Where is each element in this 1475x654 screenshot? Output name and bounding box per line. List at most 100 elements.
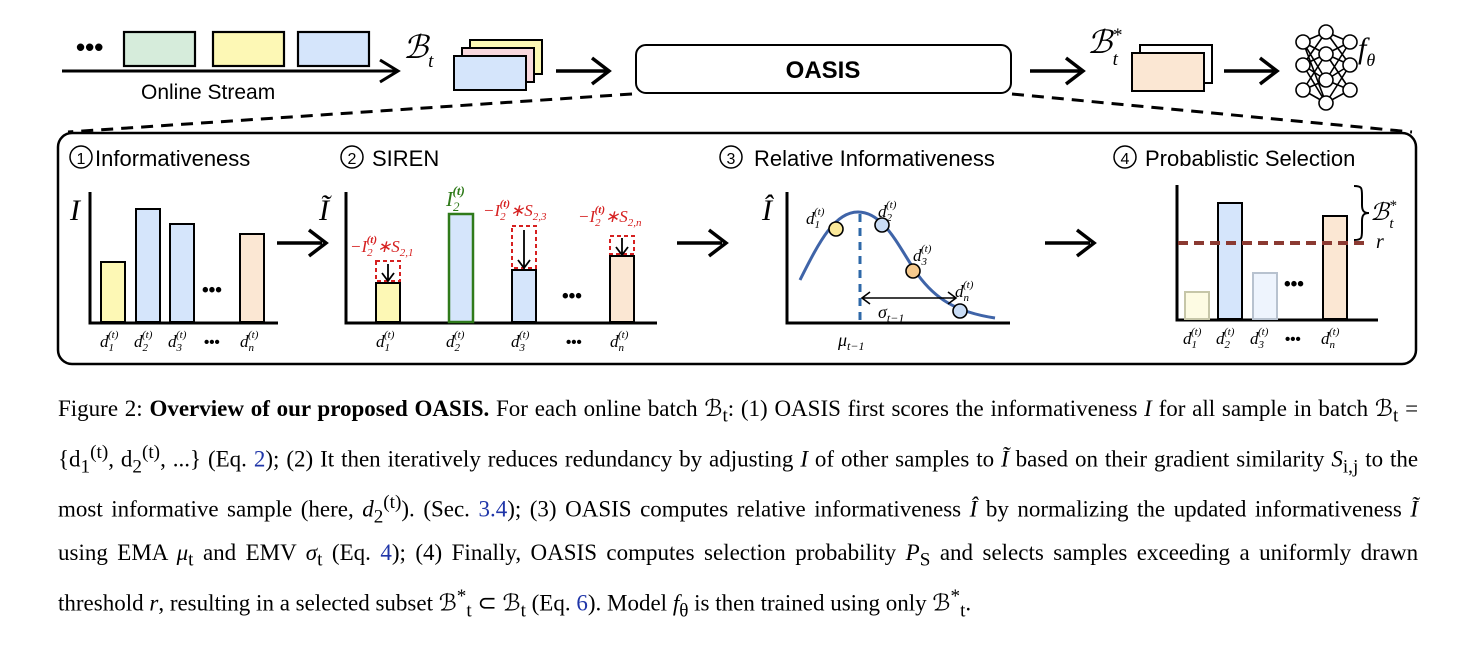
panel1-bar-dots: ••• [202,280,222,301]
panel1-bar-dn [239,233,265,323]
stream-arrow-head [379,58,401,84]
panel3-mu-label: μt−1 [837,330,864,353]
oasis-box [635,44,1012,94]
panel3-point-dn [952,303,968,319]
step-1-marker [69,145,93,169]
ref-sec-3-4[interactable]: 3.4 [478,496,508,522]
panel3-point-d3 [905,263,921,279]
ref-eq-2[interactable]: 2 [253,446,266,472]
panel3-point-d1 [828,221,844,237]
top-flow: ••• Online Stream ℬt OASIS ℬ*t [62,24,1375,111]
panel4-bar-d3 [1252,272,1278,320]
panel3-label-d1: d1(t) [806,206,825,231]
caption-title: Overview of our proposed OASIS. [149,396,490,421]
panel4-bar-d1 [1184,291,1210,320]
step-2-number: 2 [348,151,357,168]
ref-eq-6[interactable]: 6 [576,590,588,616]
panel2-label-d2: d2(t) [446,329,465,354]
panel1-axes [88,192,278,325]
panel3-sigma-arrow [860,291,958,305]
stream-batch-yellow [211,30,286,68]
stream-batch-blue [296,30,371,68]
panel4-label-dots: ••• [1285,331,1301,348]
panel4-brace [1353,185,1370,241]
panel2-adj-label-dn: −I2(t)∗S2,n [578,204,642,229]
batch-card-blue [453,55,527,91]
panel4-axes [1175,185,1378,322]
panel-probabilistic-selection: 4 Probablistic Selection ••• r ℬ*t d1(t)… [1113,145,1397,351]
panel3-axis-label: Î [761,194,774,227]
panel4-bar-dots: ••• [1284,274,1304,295]
stream-label: Online Stream [141,81,275,104]
panel2-bar-dn [609,255,635,323]
panel1-bar-d2 [135,208,161,323]
panel2-bar-d2 [447,212,475,324]
ref-eq-4[interactable]: 4 [380,540,392,566]
arrow-to-oasis [556,56,612,86]
stream-ellipsis: ••• [76,32,103,62]
panel1-label-dn: dn(t) [240,329,259,354]
panel3-arrow [1045,228,1097,258]
step-1-title: Informativeness [95,146,250,171]
panel4-label-d1: d1(t) [1183,326,1202,351]
panel3-label-dn: dn(t) [955,279,974,304]
arrow-to-model [1224,56,1280,86]
panel-relative-informativeness: 3 Relative Informativeness Î σt−1 d1(t) … [719,145,1097,353]
neural-network-icon [1295,24,1358,111]
panel1-label-d3: d3(t) [168,329,187,354]
panel2-down-arrow-d1 [381,264,395,283]
panel3-label-d3: d3(t) [913,243,932,268]
batch-symbol: ℬt [403,29,434,72]
panel3-label-d2: d2(t) [878,199,897,224]
zoom-line-right [1011,92,1413,134]
panel4-threshold-label: r [1376,231,1384,253]
selected-card-peach [1131,52,1205,92]
step-3-title: Relative Informativeness [754,146,995,171]
arrow-to-selected [1030,56,1086,86]
selected-symbol: ℬ*t [1087,24,1122,70]
step-4-number: 4 [1121,151,1130,168]
panel3-gaussian-curve [798,210,996,320]
panel3-point-d2 [874,217,890,233]
step-4-title: Probablistic Selection [1145,146,1355,171]
panel4-label-d2: d2(t) [1216,326,1235,351]
panel2-down-arrow-dn [615,238,629,257]
zoom-line-left [67,92,633,134]
panel2-adj-label-d1: −I2(t)∗S2,1 [350,234,414,259]
panel1-axis-label: I [69,194,82,227]
panel2-down-arrow-d3 [517,230,531,270]
panel4-label-d3: d3(t) [1250,326,1269,351]
panel4-bar-dn [1322,215,1348,320]
panel2-label-d1: d1(t) [376,329,395,354]
panel2-axes [344,192,657,325]
panel4-label-dn: dn(t) [1321,326,1340,351]
stream-batch-green [122,30,197,68]
panel1-label-dots: ••• [204,334,220,351]
step-2-title: SIREN [372,146,439,171]
panel2-label-dn: dn(t) [610,329,629,354]
panel2-bar-d3 [511,269,537,323]
panel-siren: 2 SIREN Ĩ −I2(t)∗S2,1 I2(t) −I2(t)∗S2,3 … [318,145,729,354]
panel2-top-label: I2(t) [445,183,465,214]
panel2-bar-d1 [375,282,401,323]
oasis-label: OASIS [786,57,861,84]
panel2-axis-label: Ĩ [318,194,332,227]
step-3-marker [719,145,743,169]
panel2-adj-label-d3: −I2(t)∗S2,3 [483,198,547,223]
panel2-label-d3: d3(t) [511,329,530,354]
panel1-bar-d3 [169,223,195,323]
panel1-arrow [277,228,329,258]
oasis-diagram: ••• Online Stream ℬt OASIS ℬ*t [56,24,1418,366]
panel3-sigma-label: σt−1 [878,302,904,325]
figure-caption: Figure 2: Overview of our proposed OASIS… [58,396,1419,621]
step-4-marker [1113,145,1137,169]
model-symbol: fθ [1358,32,1375,70]
panel1-label-d1: d1(t) [100,329,119,354]
panel2-label-dots: ••• [566,334,582,351]
step-3-number: 3 [727,151,736,168]
panel-informativeness: 1 Informativeness I ••• d1(t) d2(t) d3(t… [69,145,329,354]
panel4-bar-d2 [1217,202,1243,320]
panel2-bar-dots: ••• [562,286,582,307]
panel1-bar-d1 [100,261,126,323]
panel3-axes [785,192,1010,325]
